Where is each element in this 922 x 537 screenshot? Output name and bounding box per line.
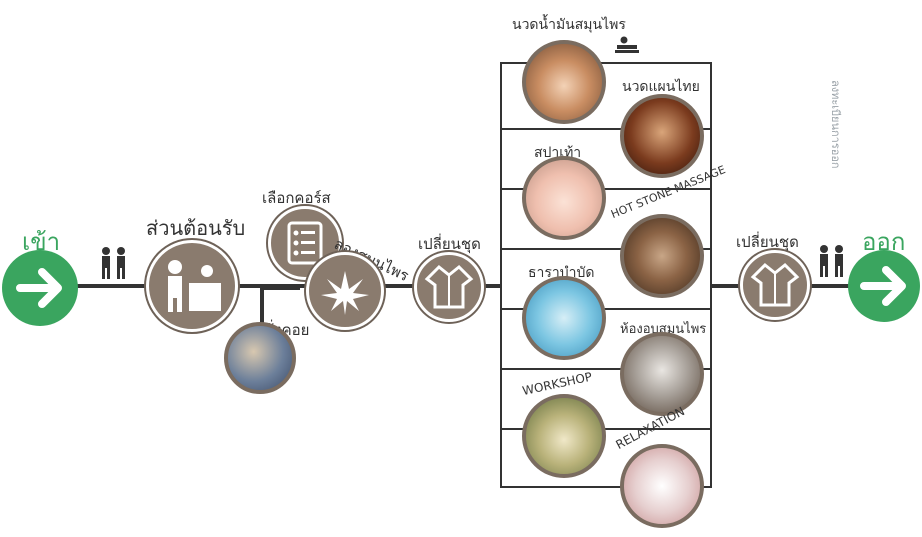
side-note: ลงทะเบียนการออก: [829, 80, 842, 169]
entry-node[interactable]: [2, 250, 78, 326]
service-label: นวดน้ำมันสมุนไพร: [512, 17, 626, 33]
service-label: ธาราบำบัด: [528, 265, 595, 281]
exit-node[interactable]: [848, 250, 920, 322]
reception-desk-icon: [168, 260, 221, 312]
lounge-photo: [224, 322, 296, 394]
service-photo[interactable]: [620, 444, 704, 528]
grid-divider-1: [500, 128, 712, 130]
reception-node[interactable]: [146, 240, 238, 332]
checklist-icon: [287, 221, 323, 265]
grid-divider-6: [500, 428, 712, 430]
service-label: ห้องอบสมุนไพร: [620, 322, 707, 337]
change-clothes-1-label: เปลี่ยนชุด: [418, 235, 481, 253]
services-grid: [500, 62, 712, 488]
robe-icon: [750, 262, 800, 307]
service-label: นวดแผนไทย: [622, 79, 700, 95]
service-photo[interactable]: [522, 276, 606, 360]
grid-divider-2: [500, 188, 712, 190]
massage-icon: [614, 36, 640, 54]
lounge-branch-line: [260, 284, 264, 344]
walking-people-icon: [96, 246, 132, 280]
service-photo[interactable]: [522, 156, 606, 240]
walking-people-icon: [814, 244, 850, 278]
select-course-label: เลือกคอร์ส: [262, 189, 331, 207]
herb-leaf-icon: [321, 271, 369, 315]
service-photo[interactable]: [522, 40, 606, 124]
lounge-branch-horizontal: [260, 286, 300, 290]
robe-icon: [424, 264, 474, 309]
change-clothes-2-node[interactable]: [740, 250, 810, 320]
change-clothes-2-label: เปลี่ยนชุด: [736, 233, 799, 251]
grid-divider-3: [500, 248, 712, 250]
reception-label: ส่วนต้อนรับ: [146, 216, 246, 240]
service-photo[interactable]: [522, 394, 606, 478]
try-herbs-node[interactable]: [306, 252, 384, 330]
arrow-right-icon: [16, 268, 62, 308]
grid-divider-5: [500, 368, 712, 370]
service-photo[interactable]: [620, 94, 704, 178]
service-photo[interactable]: [620, 332, 704, 416]
arrow-right-icon: [860, 266, 906, 306]
change-clothes-1-node[interactable]: [414, 252, 484, 322]
grid-divider-4: [500, 308, 712, 310]
service-photo[interactable]: [620, 214, 704, 298]
